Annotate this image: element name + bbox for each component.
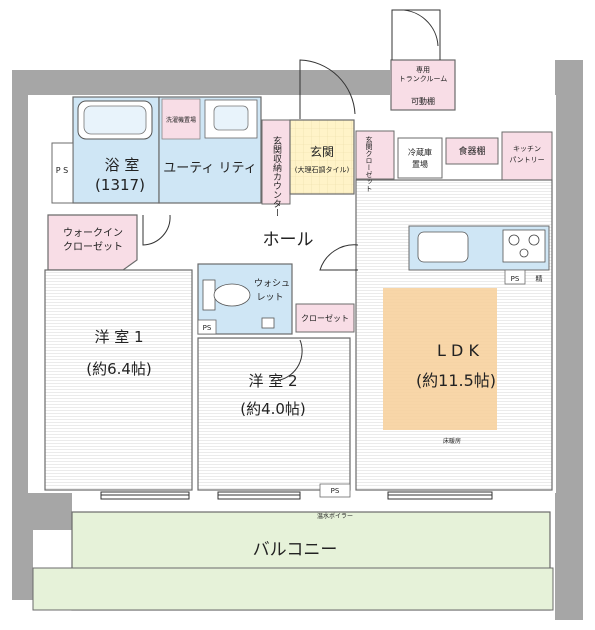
trunk-label-2: トランクルーム [399,75,448,83]
closet-label: クローゼット [301,313,349,323]
ldk-note: 床暖房 [443,437,461,445]
cupboard-space [445,137,499,165]
entrance-closet-label: 玄関クローゼット [365,135,373,192]
genkan-area [289,119,355,195]
western-room-1 [44,269,193,491]
genkan-label: 玄関 [310,144,334,159]
walkin-label-1: ウォークイン [63,227,123,239]
ps-left-space [51,142,74,204]
ldk-name: L D K [437,341,479,360]
bath-name: 浴 室 [105,156,140,174]
ldk-size: (約11.5帖) [416,371,496,390]
laundry-label: 洗濯機置場 [166,116,196,124]
western2-name: 洋 室 2 [248,372,297,390]
pantry-space [501,131,553,181]
laundry-space [161,98,201,140]
cupboard-label: 食器棚 [458,145,485,157]
trunk-label-1: 専用 [416,65,430,74]
balcony-label: バルコニー [253,540,338,560]
walkin-label-2: クローゼット [63,241,123,253]
ps-bottom-label: PS [331,487,340,495]
sink-icon [417,231,469,263]
closet-space [295,303,355,333]
ps-bottom-space [319,483,351,498]
ps-left-label: P S [56,166,68,175]
ps-kitchen-label: PS [511,275,520,283]
western1-name: 洋 室 1 [94,328,143,346]
bath-size: (1317) [95,176,145,194]
entrance-closet [355,130,395,180]
hall-label: ホール [263,230,314,250]
toilet-label-1: ウォシュ [254,278,290,289]
door-swings [142,9,441,381]
entrance-storage-label: 玄関収納カウンター [271,135,282,217]
western1-size: (約6.4帖) [86,360,152,378]
genkan-sub-label: (大理石調タイル) [295,165,350,174]
ps-toilet-space [197,319,217,335]
window-markings [100,491,493,500]
toilet-icon [202,279,216,311]
fridge-label-1: 冷蔵庫 [408,147,432,157]
floor-heating-area [383,288,497,430]
boiler-label: 温水ボイラー [317,512,353,520]
utility-label: ユーティ リティ [163,161,257,176]
pantry-label-1: キッチン [513,145,541,153]
kitchen-tag-label: 精 [536,274,543,283]
western2-size: (約4.0帖) [240,400,306,418]
trunk-room [390,59,456,111]
entrance-storage [261,119,291,205]
western-room-2 [197,337,351,491]
ps-kitchen-space [504,269,526,285]
pantry-label-2: パントリー [509,156,544,164]
fridge-label-2: 置場 [412,159,428,169]
toilet-label-2: レット [256,293,283,303]
walkin-closet [47,214,138,271]
trunk-label-3: 可動棚 [411,96,435,106]
fridge-space [397,137,443,179]
ps-toilet-label: PS [203,324,212,332]
